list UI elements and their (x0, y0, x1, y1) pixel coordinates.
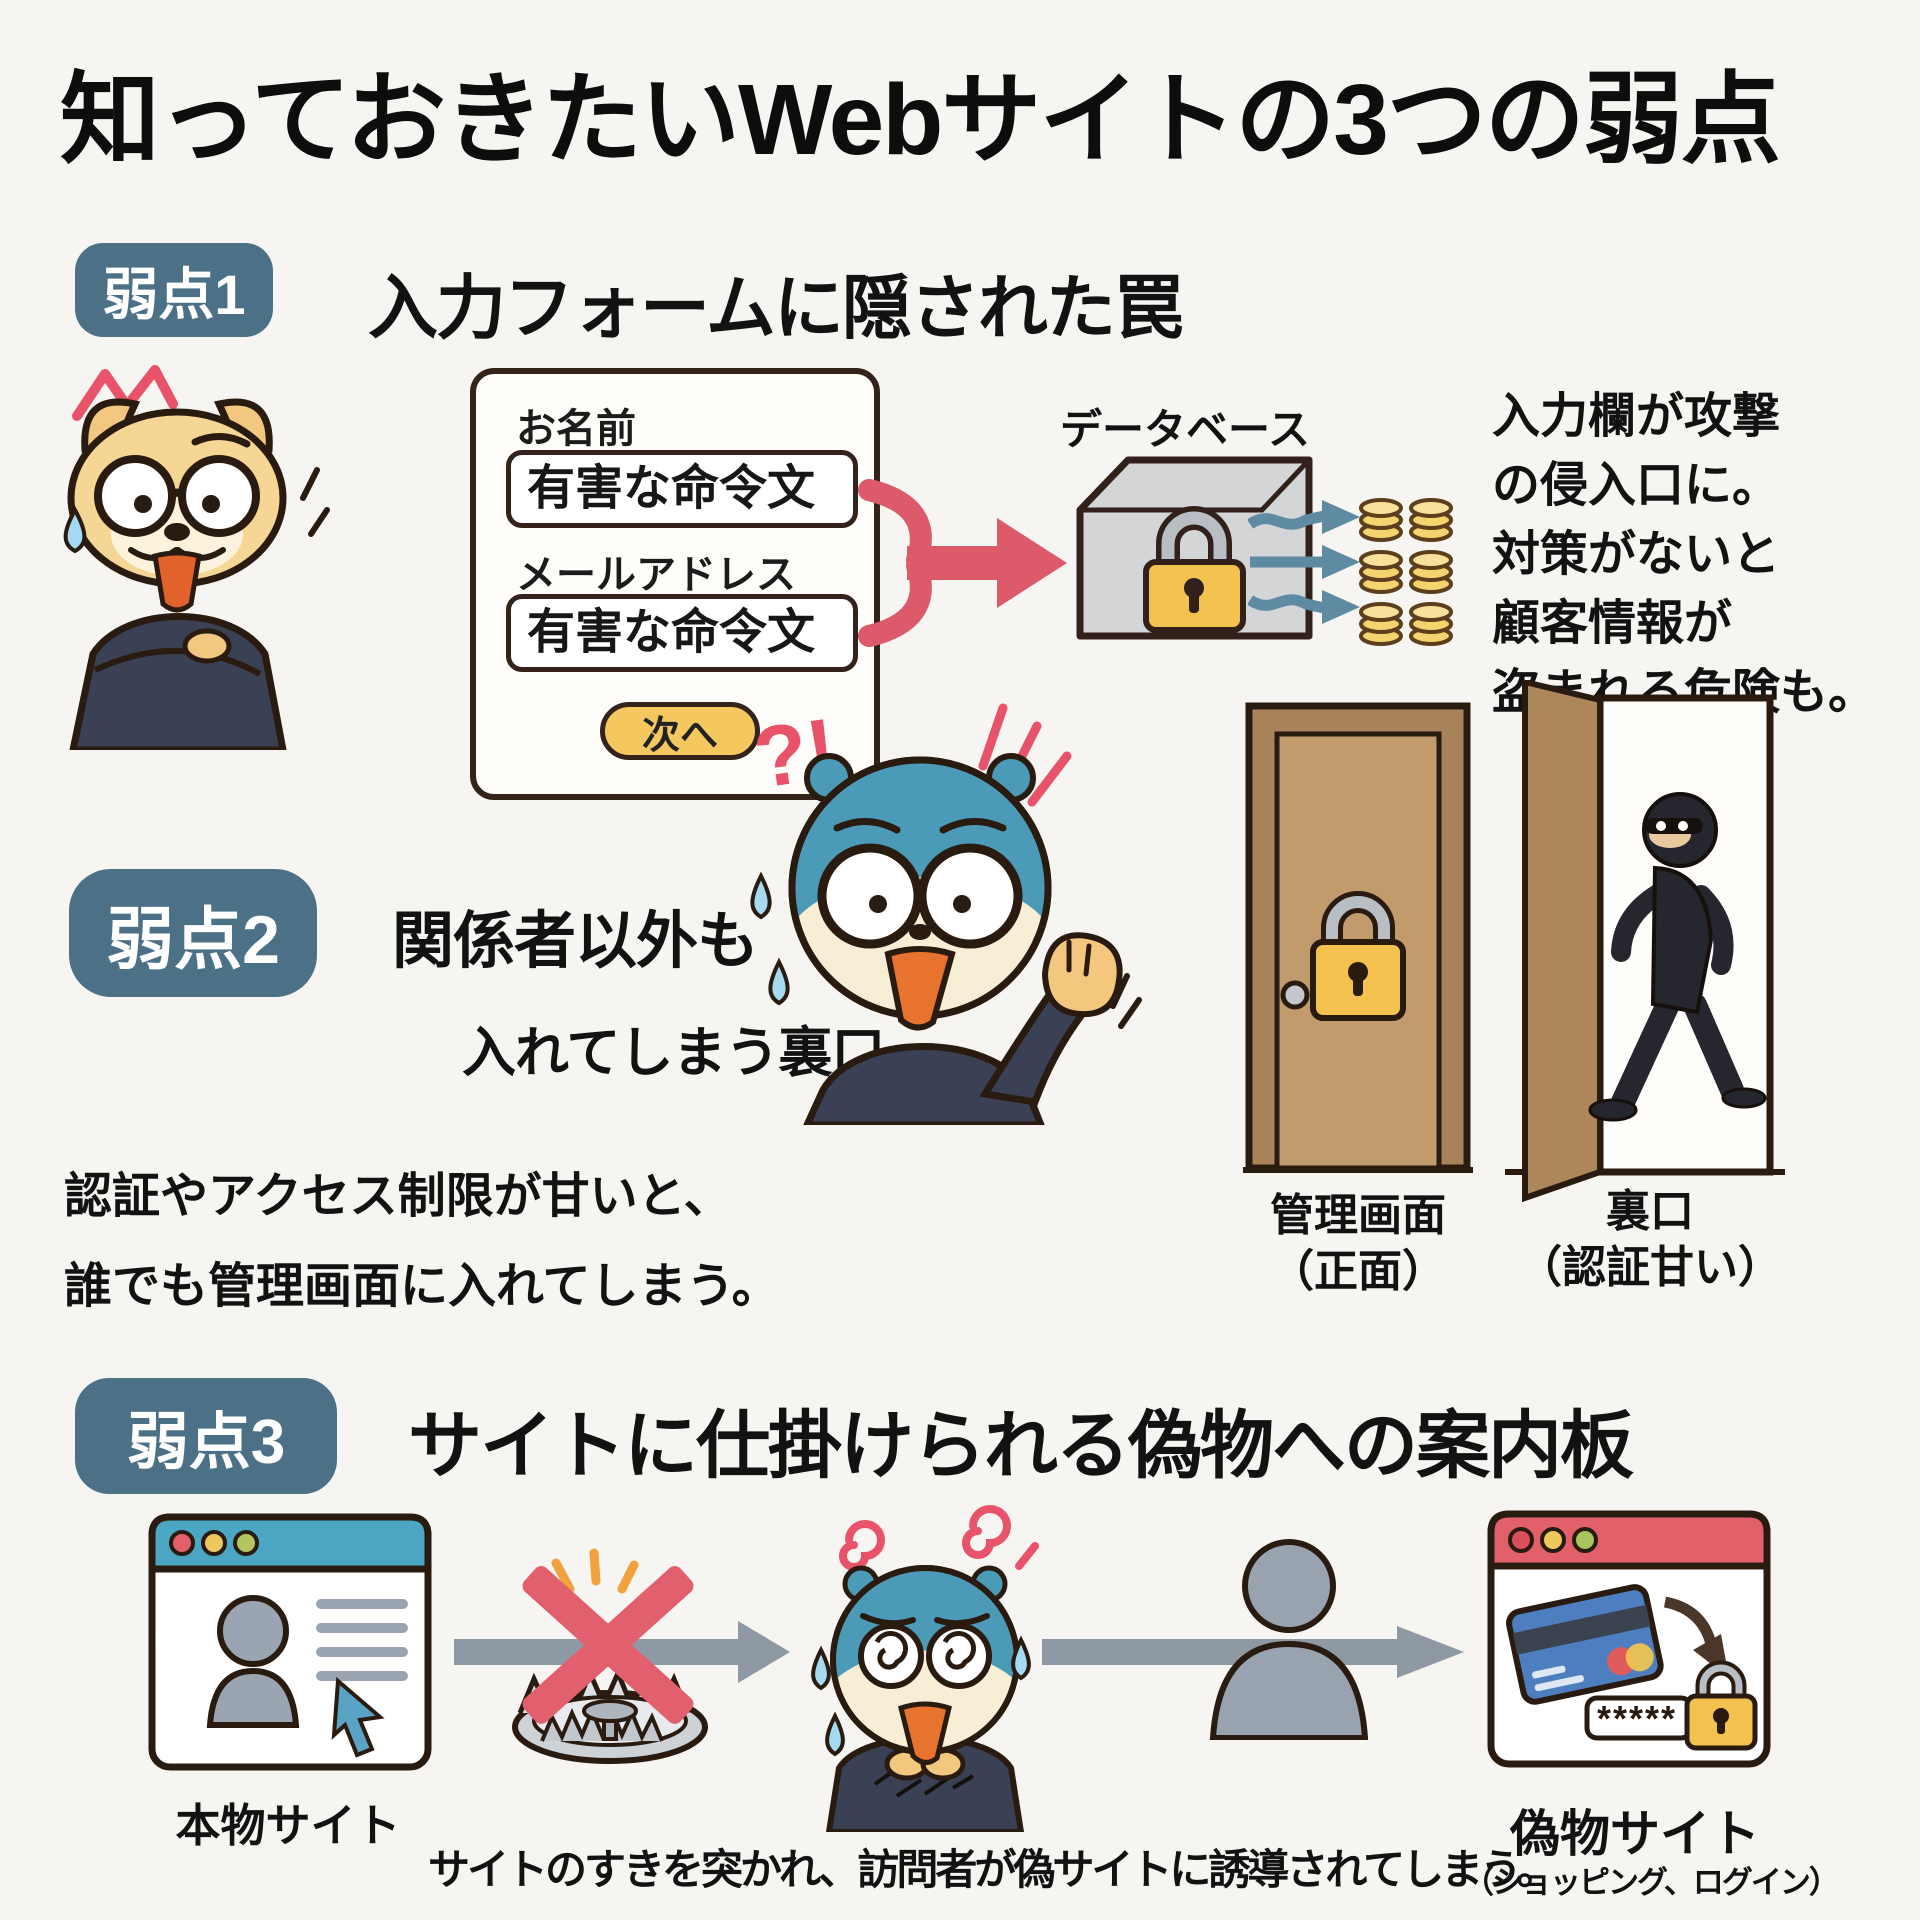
open-mouth-icon (884, 946, 956, 1031)
eye-mask-icon (1645, 818, 1703, 834)
doorknob-icon (1280, 980, 1310, 1010)
real-site-browser-icon (148, 1513, 432, 1771)
trap-block-illustration (454, 1548, 790, 1764)
front-door-label: 管理画面 （正面） (1270, 1191, 1446, 1296)
paw-icon (1041, 932, 1123, 1018)
real-site-label: 本物サイト (175, 1800, 401, 1851)
credit-card-icon (1506, 1584, 1664, 1705)
next-button[interactable]: 次へ (600, 702, 760, 760)
fake-site-sublabel: （ショッピング、ログイン） (1463, 1865, 1840, 1900)
sweat-drop-icon (750, 871, 772, 920)
fake-site-browser-icon: ***** (1487, 1510, 1771, 1768)
fake-site-label: 偽物サイト (1510, 1806, 1760, 1862)
desc-line: 入力欄が攻撃 (1492, 390, 1781, 443)
thief-icon (1588, 792, 1767, 1122)
desc-line: 対策がないと (1492, 528, 1781, 581)
desc-line: 顧客情報が (1492, 597, 1733, 650)
weakness-2-description: 認証やアクセス制限が甘いと、 誰でも管理画面に入れてしまう。 (64, 1152, 780, 1332)
email-field-label: メールアドレス (516, 553, 796, 597)
surprised-otter-mascot-illustration: ?! (748, 700, 1142, 1125)
weakness-1-badge: 弱点1 (75, 243, 273, 337)
back-door-label: 裏口 （認証甘い） (1518, 1187, 1782, 1292)
spark-lines-icon (551, 1548, 639, 1594)
cursor-icon (331, 1676, 385, 1758)
page-title: 知っておきたいWebサイトの3つの弱点 (60, 64, 1781, 176)
weakness-2-heading-line2: 入れてしまう裏口 (462, 1023, 885, 1083)
glasses-icon (94, 455, 176, 537)
data-leak-arrows-icon (1248, 500, 1360, 624)
desc-line: 誰でも管理画面に入れてしまう。 (64, 1260, 780, 1313)
signup-form: お名前 有害な命令文 メールアドレス 有害な命令文 次へ (470, 368, 880, 800)
weakness-1-heading: 入力フォームに隠された罠 (368, 269, 1184, 347)
injection-claw-arrow-icon (858, 479, 1067, 647)
back-door-icon (1505, 680, 1785, 1203)
shocked-dog-mascot-illustration (63, 365, 330, 750)
user-silhouette-icon (206, 1595, 300, 1728)
open-door-panel-icon (1522, 680, 1603, 1203)
redirect-flow-arrow-icon (1042, 1626, 1464, 1678)
front-door-icon (1243, 702, 1473, 1173)
open-mouth-icon (898, 1701, 952, 1765)
dizzy-otter-mascot-illustration (811, 1505, 1039, 1832)
weakness-3-badge: 弱点3 (75, 1378, 337, 1494)
glasses-icon (817, 843, 923, 949)
weakness-1-description: 入力欄が攻撃 の侵入口に。 対策がないと 顧客情報が 盗まれる危険も。 (1492, 382, 1876, 727)
sweat-drop-icon (811, 1645, 831, 1691)
password-mask-text: ***** (1597, 1698, 1677, 1739)
dizzy-spiral-icon (839, 1520, 885, 1571)
weakness-2-badge: 弱点2 (69, 869, 317, 997)
name-input[interactable]: 有害な命令文 (506, 450, 858, 528)
visitor-silhouette-icon (1209, 1539, 1369, 1740)
sweat-drop-icon (63, 505, 87, 554)
desc-line: の侵入口に。 (1492, 459, 1781, 512)
content-lines-icon (316, 1599, 408, 1681)
window-dot-icon (1508, 1527, 1534, 1553)
desc-line: 認証やアクセス制限が甘いと、 (64, 1170, 732, 1223)
cross-icon (522, 1566, 694, 1724)
weakness-2-heading-line1: 関係者以外も (392, 907, 759, 976)
tongue-icon (152, 550, 202, 613)
name-field-label: お名前 (516, 407, 636, 451)
database-icon (1076, 456, 1313, 640)
database-label: データベース (1060, 406, 1310, 453)
weakness-3-heading: サイトに仕掛けられる偽物への案内板 (408, 1404, 1634, 1487)
weakness-3-caption: サイトのすきを突かれ、訪問者が偽サイトに誘導されてしまう。 (428, 1846, 1559, 1893)
email-input[interactable]: 有害な命令文 (506, 594, 858, 672)
coins-icon (1359, 498, 1453, 646)
window-dot-icon (169, 1530, 195, 1556)
